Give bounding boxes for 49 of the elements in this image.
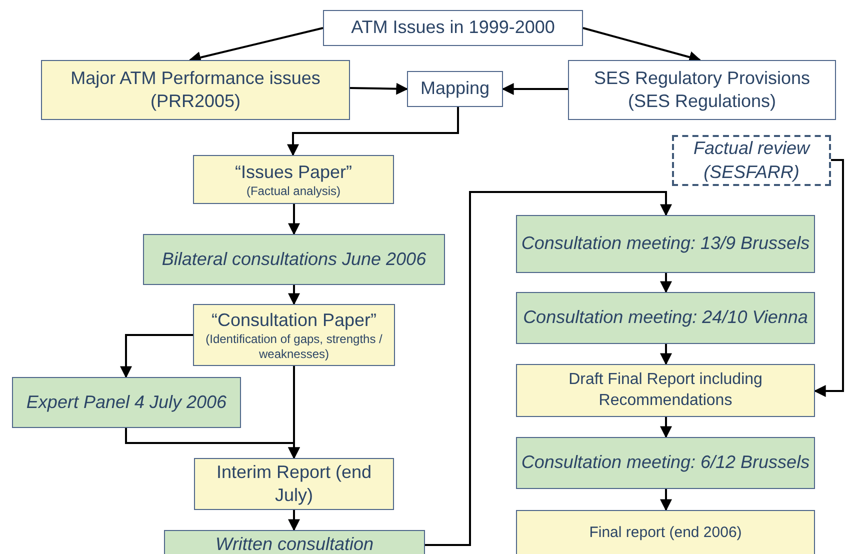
process-box: [568, 60, 836, 120]
box-title: Interim Report (end July): [215, 460, 373, 507]
box-title: “Issues Paper”: [234, 160, 352, 184]
box-title: Consultation meeting: 13/9 Brussels: [521, 232, 810, 256]
arrow: [660, 417, 672, 438]
box-title: Expert Panel 4 July 2006: [26, 390, 227, 414]
arrow: [814, 159, 844, 397]
arrow: [582, 27, 702, 63]
box-title: Bilateral consultations June 2006: [162, 248, 426, 271]
process-box: [194, 458, 394, 510]
box-title: Mapping: [420, 77, 490, 100]
process-box: [143, 234, 445, 285]
arrow: [425, 191, 672, 546]
process-box: [516, 510, 815, 554]
process-box: [516, 215, 815, 273]
box-title: Written consultation: [215, 533, 374, 554]
arrow: [288, 204, 300, 236]
box-title: Consultation meeting: 24/10 Vienna: [523, 306, 808, 330]
box-title: Consultation meeting: 6/12 Brussels: [521, 451, 810, 474]
box-title: Final report (end 2006): [589, 523, 742, 543]
arrow: [660, 273, 672, 294]
box-subtitle: (Factual analysis): [246, 184, 341, 198]
arrow: [502, 83, 568, 95]
process-box: [12, 377, 241, 428]
arrow: [350, 82, 408, 95]
box-title: “Consultation Paper”: [211, 308, 377, 332]
arrow: [660, 344, 672, 366]
process-box: [407, 71, 503, 107]
process-box: [516, 292, 815, 344]
process-box: [41, 60, 350, 120]
arrow: [287, 107, 459, 156]
process-box: [323, 10, 583, 46]
process-box: [516, 437, 815, 489]
box-title: Draft Final Report including Recommendations: [568, 370, 764, 410]
arrow: [660, 489, 672, 512]
box-subtitle: (Identification of gaps, strengths / weaknesses): [204, 332, 384, 362]
process-box: [193, 304, 395, 366]
arrow: [120, 334, 193, 378]
dashed-box: [672, 135, 831, 186]
process-box: [164, 530, 425, 554]
box-title: ATM Issues in 1999-2000: [351, 16, 555, 40]
box-title: SES Regulatory Provisions (SES Regulations): [592, 66, 812, 113]
box-title: Major ATM Performance issues (PRR2005): [70, 66, 322, 113]
arrow: [288, 510, 300, 532]
process-box: [193, 155, 394, 204]
arrow: [125, 428, 300, 460]
box-title: Factual review (SESFARR): [692, 137, 812, 184]
arrow: [288, 285, 300, 306]
process-box: [516, 364, 815, 417]
